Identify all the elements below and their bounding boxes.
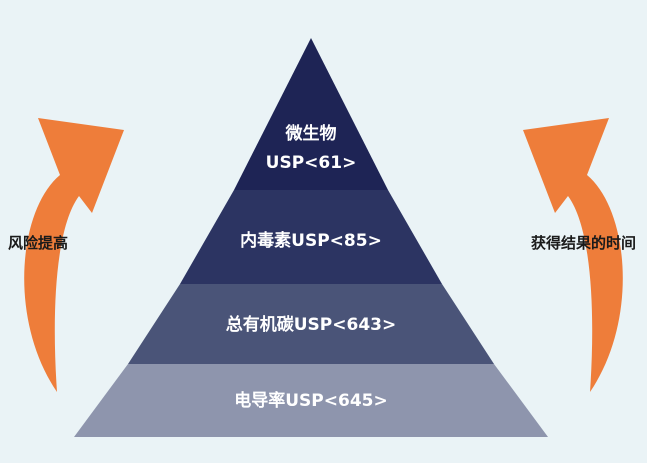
pyramid-tier-microbial <box>234 38 388 190</box>
pyramid-tier-conductivity <box>74 364 548 437</box>
pyramid-tier-endotoxin <box>180 190 442 284</box>
pyramid-tier-toc <box>128 284 494 364</box>
left-up-arrow-icon <box>24 118 124 392</box>
tier-label-endotoxin: 内毒素USP<85> <box>240 230 382 251</box>
right-up-arrow-icon <box>523 118 623 392</box>
tier-label-toc: 总有机碳USP<643> <box>226 314 396 335</box>
left-caption: 风险提高 <box>8 234 68 252</box>
tier-label-microbial-name: 微生物 <box>285 123 337 144</box>
tier-label-microbial-code: USP<61> <box>266 153 357 173</box>
right-caption: 获得结果的时间 <box>531 234 636 252</box>
tier-label-conductivity: 电导率USP<645> <box>234 390 387 411</box>
